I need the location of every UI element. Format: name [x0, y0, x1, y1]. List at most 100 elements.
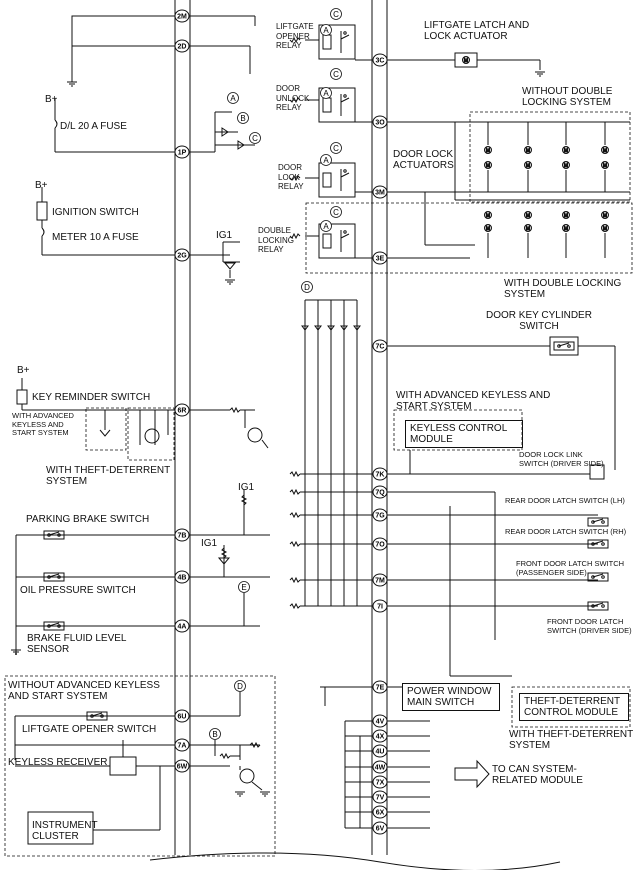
pin-oval	[372, 251, 388, 265]
pin-id: 7C	[376, 344, 385, 351]
resistor-icon	[290, 176, 300, 180]
reference-letter: B	[210, 729, 221, 740]
pin-id: 7M	[375, 578, 385, 585]
pin-id: 7O	[375, 542, 385, 549]
motor-icon: M	[463, 57, 470, 65]
resistor-icon	[290, 38, 300, 42]
pin-id: 3C	[376, 58, 385, 65]
door-lock-link-switch-icon	[590, 465, 604, 479]
ground-symbol	[235, 792, 245, 796]
letter-text: B	[212, 730, 217, 739]
resistor-icon	[290, 513, 300, 517]
letter-text: A	[323, 222, 329, 231]
pin-id: 6U	[178, 714, 187, 721]
oil-pressure-label: OIL PRESSURE SWITCH	[20, 585, 136, 596]
pin-oval	[372, 485, 388, 499]
connector-pin: 4X	[372, 729, 388, 743]
pin-oval	[372, 821, 388, 835]
connector-pin: 7O	[372, 537, 388, 551]
pin-id: 2G	[177, 253, 187, 260]
connector-pin: 7C	[372, 339, 388, 353]
motor-icon: M	[563, 162, 570, 170]
switch-icon	[588, 540, 608, 548]
switch-icon	[554, 342, 574, 350]
key-reminder-switch-icon	[17, 390, 27, 404]
ig1-label: IG1	[201, 538, 218, 549]
transistor-icon	[240, 769, 254, 783]
wire	[262, 440, 268, 448]
pin-oval	[372, 805, 388, 819]
reference-letter: A	[321, 155, 332, 166]
reference-letter: A	[321, 88, 332, 99]
can-module-label: TO CAN SYSTEM- RELATED MODULE	[492, 764, 583, 786]
connector-pin: 4U	[372, 744, 388, 758]
keyless-control-module-box: KEYLESS CONTROL MODULE	[405, 420, 523, 448]
reference-letter: C	[331, 9, 342, 20]
pin-id: 7K	[376, 472, 385, 479]
pin-oval	[174, 759, 190, 773]
motor-letter: M	[526, 226, 530, 232]
reference-letter: A	[321, 25, 332, 36]
pin-id: 7G	[375, 513, 385, 520]
liftgate-opener-relay-label: LIFTGATE OPENER RELAY	[276, 22, 314, 50]
reference-letter: B	[238, 113, 249, 124]
relay-icon	[319, 224, 355, 258]
motor-letter: M	[526, 163, 530, 169]
pin-oval	[174, 39, 190, 53]
connector-pin: 3O	[372, 115, 388, 129]
connector-pin: 6R	[174, 403, 190, 417]
dashed-boxes	[5, 112, 632, 856]
ig1-label: IG1	[216, 230, 233, 241]
door-lock-actuators-label: DOOR LOCK ACTUATORS	[393, 149, 454, 171]
with-double-label: WITH DOUBLE LOCKING SYSTEM	[504, 278, 622, 300]
double-locking-relay-label: DOUBLE LOCKING RELAY	[258, 226, 295, 254]
letter-text: A	[323, 26, 329, 35]
letter-text: A	[230, 94, 236, 103]
pin-id: 7I	[377, 604, 383, 611]
keyless-receiver-label: KEYLESS RECEIVER	[8, 757, 108, 768]
pin-id: 4X	[376, 734, 385, 741]
pin-oval	[372, 508, 388, 522]
connector-pin: 7G	[372, 508, 388, 522]
connector-pin: 4B	[174, 570, 190, 584]
connector-pin: 4V	[372, 714, 388, 728]
pin-id: 1P	[178, 150, 187, 157]
connector-pin: 7E	[372, 680, 388, 694]
ground-symbol	[67, 82, 77, 86]
pin-id: 4B	[178, 575, 187, 582]
reference-letter: A	[321, 221, 332, 232]
motor-icon: M	[525, 162, 532, 170]
switch-icon	[588, 602, 608, 610]
pin-oval	[372, 573, 388, 587]
motor-icon: M	[485, 147, 492, 155]
pin-oval	[372, 115, 388, 129]
pin-oval	[174, 145, 190, 159]
motor-icon: M	[602, 225, 609, 233]
pin-oval	[372, 599, 388, 613]
motor-icon: M	[485, 162, 492, 170]
connector-pins: 2M2D1P2G6R7B4B4A6U7A6W3C3O3M3E7C7K7Q7G7O…	[174, 9, 388, 835]
connector-pin: 7Q	[372, 485, 388, 499]
meter-fuse-label: METER 10 A FUSE	[52, 232, 139, 243]
switch-icon	[588, 573, 608, 581]
reference-letter: D	[302, 282, 313, 293]
resistor-icon	[220, 754, 230, 758]
pin-id: 7V	[376, 795, 385, 802]
pin-oval	[372, 744, 388, 758]
pin-id: 7E	[376, 685, 385, 692]
resistor-icon	[250, 743, 260, 747]
bplus-label: B+	[45, 94, 58, 105]
diode-icon	[225, 263, 235, 269]
connector-pin: 7V	[372, 790, 388, 804]
pin-id: 3E	[376, 256, 385, 263]
pin-id: 4A	[178, 624, 187, 631]
power-window-switch-box: POWER WINDOW MAIN SWITCH	[402, 683, 500, 711]
pin-oval	[372, 680, 388, 694]
arrow-icon	[455, 761, 489, 787]
pin-id: 3M	[375, 190, 385, 197]
connector-pin: 7B	[174, 528, 190, 542]
switch-icon	[44, 622, 64, 630]
motor-letter: M	[486, 226, 490, 232]
